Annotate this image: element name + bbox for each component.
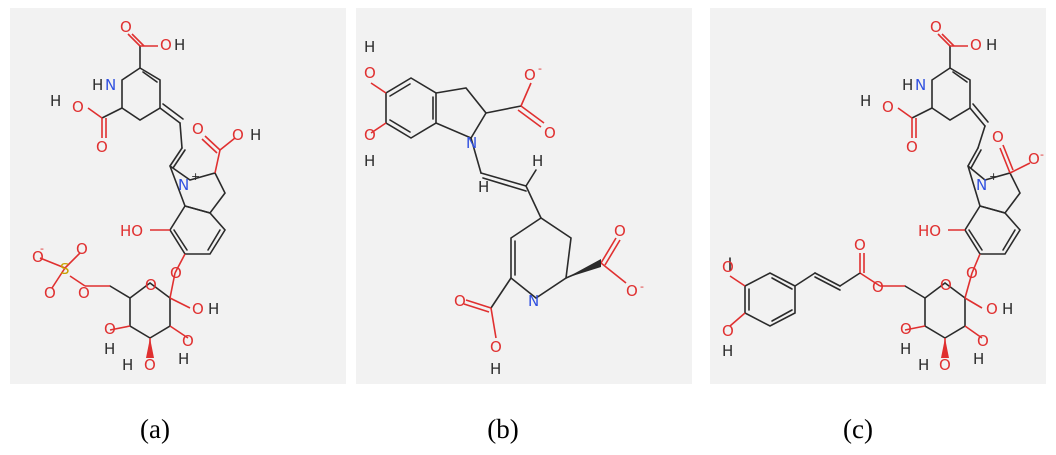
caption-c: (c)	[843, 414, 873, 444]
molecule-c	[729, 33, 1031, 358]
structure-panel-a: O O H N H H O O O O H N + HO O O O - O S…	[10, 8, 346, 384]
molecule-b	[370, 77, 627, 339]
structure-panel-c: O O H N H H O O N + O O - HO O O O O O O…	[710, 8, 1046, 384]
caption-a: (a)	[140, 414, 170, 444]
structure-panel-b: H O O H O - O N H H N O O - O O H	[356, 8, 692, 384]
molecule-a	[39, 33, 236, 358]
caption-b: (b)	[487, 414, 519, 444]
